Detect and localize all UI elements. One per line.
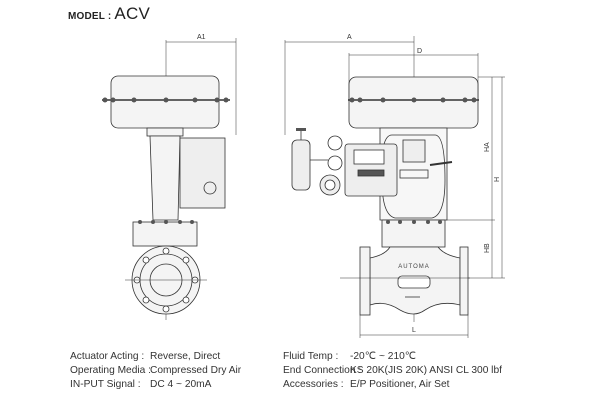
side-view: A1 [102, 34, 237, 320]
spec-label: IN-PUT Signal : [70, 379, 141, 390]
inlet-flange [359, 246, 371, 316]
model-title: MODEL : ACV [68, 4, 150, 24]
dim-d: D [417, 48, 422, 55]
spec-value: Compressed Dry Air [150, 365, 242, 376]
spec-label: Operating Media : [70, 365, 151, 376]
model-name: ACV [114, 4, 150, 23]
outlet-flange [459, 246, 469, 316]
pressure-gauge [327, 135, 343, 151]
pressure-gauge [327, 155, 343, 171]
dim-hb: HB [484, 243, 491, 253]
front-view: A D [284, 34, 505, 338]
bonnet-front [381, 219, 446, 248]
dim-ha: HA [484, 142, 491, 152]
air-set [291, 139, 311, 191]
spec-value: KS 20K(JIS 20K) ANSI CL 300 lbf [350, 365, 502, 376]
spec-value: -20℃ ~ 210℃ [350, 351, 417, 362]
spec-label: Actuator Acting : [70, 351, 145, 362]
dim-a: A [347, 34, 352, 41]
spec-label: Fluid Temp : [283, 351, 339, 362]
bonnet-side [132, 221, 198, 247]
dim-h: H [494, 177, 501, 182]
spec-value: E/P Positioner, Air Set [350, 379, 450, 390]
dim-l: L [412, 327, 416, 334]
actuator-front [348, 76, 479, 129]
spec-label: End Connection : [283, 365, 362, 376]
model-label: MODEL : [68, 11, 112, 22]
spec-label: Accessories : [283, 379, 344, 390]
dim-a1: A1 [197, 34, 206, 41]
spec-value: DC 4 ~ 20mA [150, 379, 212, 390]
positioner-side [179, 137, 226, 209]
valve-marking: AUTOMA [398, 264, 430, 270]
spec-value: Reverse, Direct [150, 351, 221, 362]
